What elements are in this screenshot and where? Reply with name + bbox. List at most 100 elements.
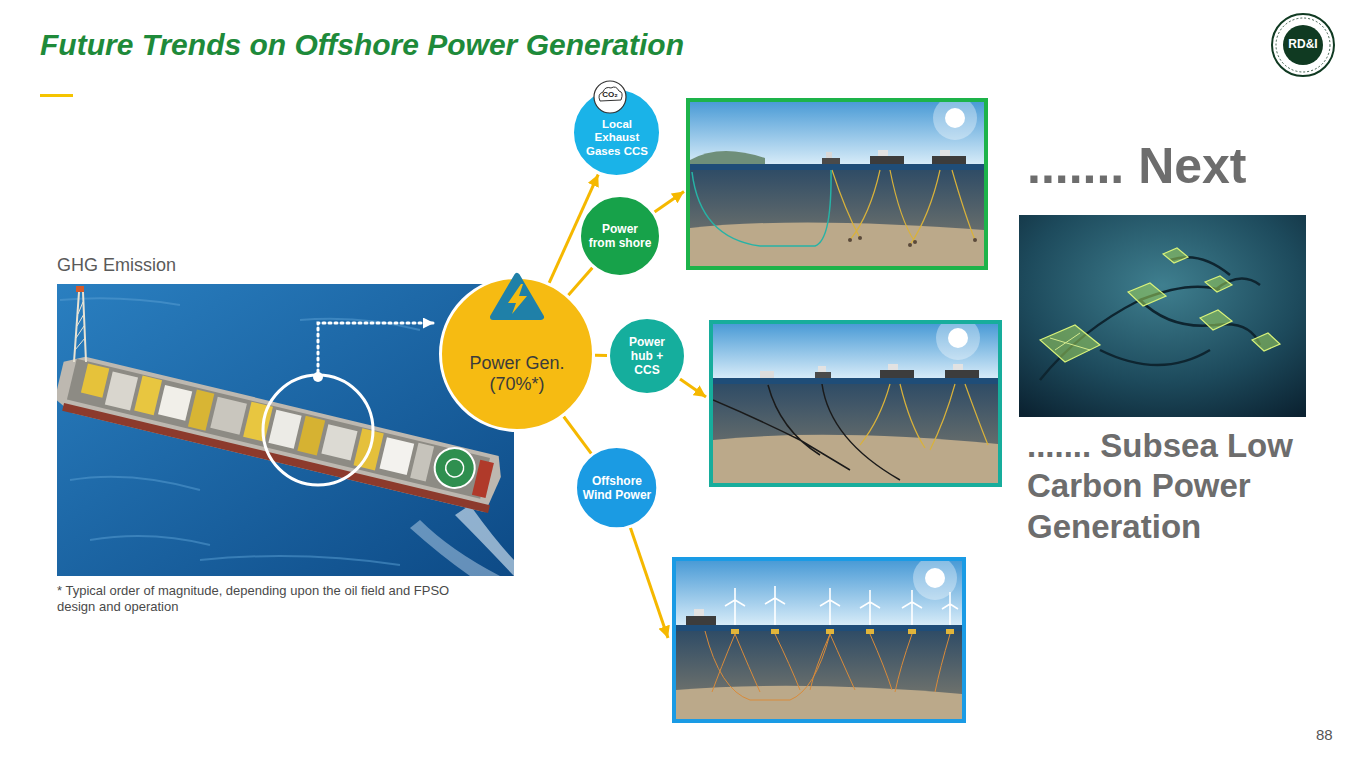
fpso-ship bbox=[62, 403, 490, 513]
subsea-illustration bbox=[1019, 215, 1306, 417]
connector bbox=[595, 354, 607, 357]
offshore-wind-illustration bbox=[676, 631, 962, 719]
power-hub-illustration bbox=[945, 370, 979, 378]
fpso-ship bbox=[444, 457, 466, 479]
offshore-wind-illustration bbox=[942, 592, 958, 625]
offshore-wind-illustration bbox=[674, 556, 964, 721]
co2-icon bbox=[594, 81, 626, 113]
fpso-ship bbox=[188, 390, 214, 431]
power-from-shore-illustration bbox=[932, 156, 966, 164]
highlight-ring bbox=[263, 375, 373, 485]
photo-heading: GHG Emission bbox=[57, 255, 176, 276]
power-hub-illustration bbox=[860, 384, 988, 450]
logo-text: RD&I bbox=[1283, 38, 1323, 52]
power-from-shore-illustration bbox=[822, 158, 840, 164]
dotted-pointer bbox=[318, 323, 434, 372]
fpso-ship bbox=[472, 460, 494, 498]
offshore-wind-illustration bbox=[705, 631, 950, 700]
power-hub-illustration bbox=[953, 364, 963, 370]
offshore-wind-illustration bbox=[771, 629, 779, 634]
power-hub-illustration bbox=[936, 324, 980, 360]
node-body: Offshore Wind Power bbox=[581, 474, 653, 502]
fpso-ship bbox=[67, 359, 490, 499]
subsea-illustration bbox=[1040, 257, 1260, 380]
flare-tower bbox=[76, 286, 84, 292]
page-title: Future Trends on Offshore Power Generati… bbox=[40, 27, 684, 63]
flow-arrow bbox=[630, 528, 668, 638]
fpso-ship bbox=[57, 352, 506, 514]
offshore-wind-illustration bbox=[731, 629, 954, 634]
subsea-illustration bbox=[1040, 325, 1100, 362]
title-accent bbox=[40, 94, 73, 97]
power-from-shore-illustration bbox=[913, 240, 917, 244]
power-hub-illustration bbox=[711, 322, 1000, 485]
power-from-shore-illustration bbox=[870, 156, 904, 164]
subsea-illustration bbox=[1128, 283, 1166, 306]
power-from-shore-illustration bbox=[688, 96, 986, 268]
offshore-wind-illustration bbox=[674, 559, 964, 721]
power-hub-illustration bbox=[713, 378, 998, 384]
offshore-wind-illustration bbox=[676, 686, 962, 719]
node-circle bbox=[576, 447, 658, 529]
fpso-ship bbox=[268, 410, 301, 449]
node-circle bbox=[573, 89, 661, 177]
subsea-illustration bbox=[1163, 248, 1188, 263]
power-from-shore-illustration bbox=[690, 102, 984, 266]
next-caption: ....... Subsea Low Carbon Power Generati… bbox=[1027, 426, 1327, 547]
offshore-wind-illustration bbox=[725, 586, 958, 625]
power-hub-illustration bbox=[880, 370, 914, 378]
offshore-wind-illustration bbox=[731, 629, 739, 634]
subsea-illustration bbox=[1200, 310, 1232, 330]
offshore-wind-illustration bbox=[725, 588, 745, 625]
fpso-ship bbox=[81, 363, 109, 397]
fpso-ship bbox=[431, 444, 479, 492]
offshore-wind-illustration bbox=[860, 590, 880, 625]
flow-arrow bbox=[655, 192, 685, 213]
fpso-ship bbox=[158, 385, 192, 421]
footnote: * Typical order of magnitude, depending … bbox=[57, 583, 487, 616]
power-from-shore-illustration bbox=[832, 170, 975, 245]
co2-icon bbox=[594, 81, 626, 113]
flare-tower bbox=[75, 302, 85, 350]
power-from-shore-illustration bbox=[973, 238, 977, 242]
fpso-ship bbox=[379, 437, 414, 475]
offshore-wind-illustration bbox=[946, 629, 954, 634]
power-hub-illustration bbox=[713, 384, 900, 480]
power-from-shore-illustration bbox=[940, 150, 950, 156]
offshore-wind-illustration bbox=[676, 625, 962, 631]
node-label: Offshore Wind Power bbox=[581, 474, 653, 502]
power-hub-illustration bbox=[760, 371, 774, 378]
power-hub-illustration bbox=[713, 435, 998, 483]
node-body: Power Gen. (70%*) bbox=[458, 353, 576, 395]
node-circle bbox=[580, 196, 661, 277]
offshore-wind-illustration bbox=[902, 590, 922, 625]
co2-icon bbox=[599, 87, 622, 101]
power-hub-illustration bbox=[713, 384, 998, 483]
connector bbox=[568, 268, 592, 296]
next-heading: ....... Next bbox=[1027, 138, 1247, 196]
node-label: Local Exhaust Gases CCS bbox=[584, 118, 650, 158]
fpso-ship bbox=[410, 443, 434, 482]
offshore-wind-illustration bbox=[866, 629, 874, 634]
connector bbox=[564, 417, 592, 454]
power-from-shore-illustration bbox=[690, 170, 984, 266]
fpso-ship bbox=[134, 376, 162, 416]
power-from-shore-illustration bbox=[878, 150, 888, 156]
node-circle bbox=[441, 278, 594, 431]
offshore-wind-illustration bbox=[765, 586, 785, 625]
offshore-wind-illustration bbox=[925, 568, 945, 588]
fpso-ship bbox=[105, 371, 138, 410]
power-from-shore-illustration bbox=[826, 152, 832, 158]
power-from-shore-illustration bbox=[690, 164, 984, 170]
circle-node: Power from shore bbox=[578, 194, 662, 278]
page-number: 88 bbox=[1316, 726, 1333, 743]
circle-node: Offshore Wind Power bbox=[574, 445, 659, 530]
lightning-icon bbox=[508, 284, 527, 314]
power-from-shore-illustration bbox=[690, 151, 765, 164]
power-from-shore-illustration bbox=[858, 236, 862, 240]
power-from-shore-illustration bbox=[933, 102, 977, 140]
power-from-shore-illustration bbox=[688, 100, 986, 268]
logo bbox=[1276, 18, 1330, 72]
